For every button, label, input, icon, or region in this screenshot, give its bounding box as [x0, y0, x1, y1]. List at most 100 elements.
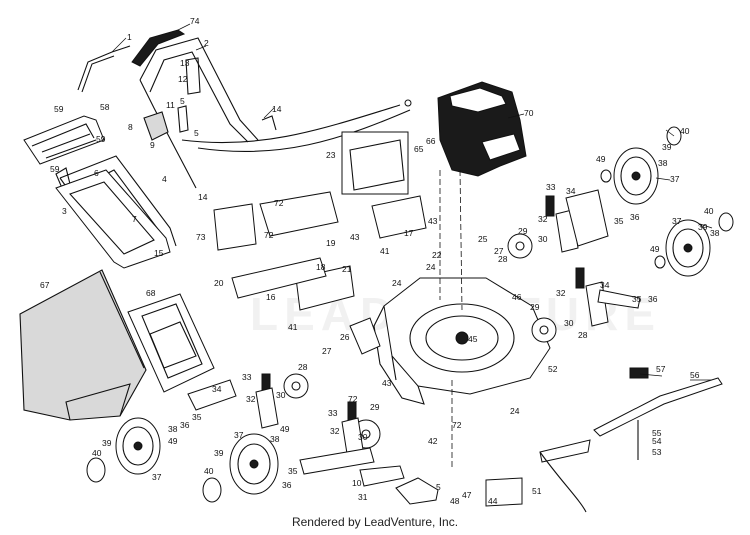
part-callout-43: 43: [382, 378, 392, 388]
part-callout-40: 40: [92, 448, 102, 458]
part-callout-28: 28: [298, 362, 308, 372]
part-callout-11: 11: [166, 100, 175, 110]
part-callout-57: 57: [656, 364, 666, 374]
part-callout-49: 49: [280, 424, 290, 434]
part-callout-36: 36: [630, 212, 640, 222]
part-callout-24: 24: [426, 262, 436, 272]
part-callout-53: 53: [652, 447, 662, 457]
part-callout-47: 47: [462, 490, 472, 500]
part-callout-8: 8: [128, 122, 133, 132]
height-adjusters-upper: [545, 189, 641, 327]
part-callout-5: 5: [436, 482, 441, 492]
part-callout-23: 23: [326, 150, 336, 160]
part-callout-28: 28: [498, 254, 508, 264]
part-callout-46: 46: [512, 292, 522, 302]
part-callout-30: 30: [358, 432, 368, 442]
part-callout-72: 72: [274, 198, 284, 208]
part-callout-33: 33: [242, 372, 252, 382]
part-callout-31: 31: [358, 492, 368, 502]
part-callout-49: 49: [168, 436, 178, 446]
part-callout-5: 5: [194, 128, 199, 138]
grass-catcher-bag: [19, 269, 147, 421]
part-callout-40: 40: [704, 206, 714, 216]
part-callout-72: 72: [348, 394, 358, 404]
part-callout-35: 35: [192, 412, 202, 422]
part-callout-44: 44: [488, 496, 498, 506]
part-callout-58: 58: [100, 102, 110, 112]
part-callout-4: 4: [162, 174, 167, 184]
part-callout-14: 14: [272, 104, 282, 114]
part-callout-74: 74: [190, 16, 200, 26]
wheel-bottom-left: [86, 417, 161, 483]
part-callout-9: 9: [150, 140, 155, 150]
part-callout-22: 22: [432, 250, 442, 260]
part-callout-37: 37: [670, 174, 680, 184]
part-callout-49: 49: [596, 154, 606, 164]
part-callout-37: 37: [672, 216, 682, 226]
part-callout-65: 65: [414, 144, 424, 154]
part-callout-43: 43: [350, 232, 360, 242]
part-callout-30: 30: [538, 234, 548, 244]
wheel-bottom-center: [202, 433, 279, 503]
part-callout-41: 41: [380, 246, 390, 256]
lower-parts: [359, 439, 591, 513]
air-filter-box: [341, 131, 409, 195]
part-callout-29: 29: [370, 402, 380, 412]
part-callout-39: 39: [214, 448, 224, 458]
part-callout-72: 72: [452, 420, 462, 430]
part-callout-73: 73: [196, 232, 206, 242]
credit-text: Rendered by LeadVenture, Inc.: [291, 515, 459, 529]
part-callout-36: 36: [648, 294, 658, 304]
wheel-mid-right: [654, 212, 734, 277]
part-callout-18: 18: [316, 262, 326, 272]
mower-blade: [593, 367, 723, 460]
part-callout-17: 17: [404, 228, 414, 238]
part-callout-30: 30: [276, 390, 286, 400]
part-callout-25: 25: [478, 234, 488, 244]
part-callout-34: 34: [212, 384, 222, 394]
mower-deck: [373, 169, 551, 470]
part-callout-42: 42: [428, 436, 438, 446]
part-callout-67: 67: [40, 280, 50, 290]
part-callout-29: 29: [518, 226, 528, 236]
handle-frame: [55, 169, 171, 269]
part-callout-13: 13: [180, 58, 190, 68]
part-callout-27: 27: [494, 246, 504, 256]
part-callout-15: 15: [154, 248, 164, 258]
part-callout-32: 32: [538, 214, 548, 224]
deck-fittings: [213, 191, 427, 355]
part-callout-37: 37: [152, 472, 162, 482]
part-callout-19: 19: [326, 238, 336, 248]
part-callout-38: 38: [658, 158, 668, 168]
handle-panel: [23, 115, 105, 165]
part-callout-38: 38: [168, 424, 178, 434]
part-callout-34: 34: [600, 280, 610, 290]
part-callout-6: 6: [94, 168, 99, 178]
part-callout-16: 16: [266, 292, 276, 302]
part-callout-27: 27: [322, 346, 332, 356]
part-callout-70: 70: [524, 108, 534, 118]
part-callout-26: 26: [340, 332, 350, 342]
part-callout-1: 1: [127, 32, 132, 42]
part-callout-51: 51: [532, 486, 542, 496]
part-callout-54: 54: [652, 436, 662, 446]
handle-brackets: [143, 57, 277, 141]
part-callout-41: 41: [288, 322, 298, 332]
leader-lines: [111, 23, 713, 381]
part-callout-36: 36: [180, 420, 190, 430]
part-callout-37: 37: [234, 430, 244, 440]
part-callout-32: 32: [556, 288, 566, 298]
engine: [437, 81, 527, 177]
part-callout-29: 29: [530, 302, 540, 312]
part-callout-30: 30: [564, 318, 574, 328]
part-callout-72: 72: [264, 230, 274, 240]
part-callout-45: 45: [468, 334, 478, 344]
part-callout-39: 39: [102, 438, 112, 448]
part-callout-68: 68: [146, 288, 156, 298]
part-callout-33: 33: [546, 182, 556, 192]
part-callout-28: 28: [578, 330, 588, 340]
part-callout-40: 40: [680, 126, 690, 136]
part-callout-2: 2: [204, 38, 209, 48]
part-callout-49: 49: [650, 244, 660, 254]
